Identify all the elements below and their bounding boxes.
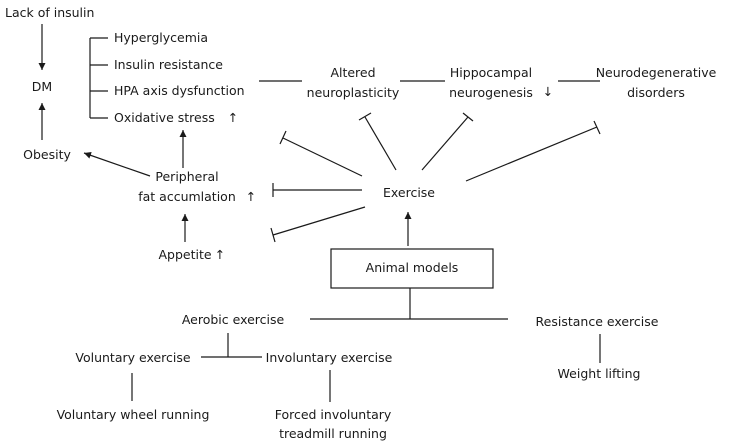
neurodegenerative-label-line2: disorders	[627, 85, 685, 100]
inhibit-fat-accumulation	[272, 183, 362, 197]
animal-models-box	[330, 248, 494, 289]
inhibit-neurodegenerative-disorders	[465, 120, 601, 182]
insulin-resistance-label: Insulin resistance	[114, 57, 223, 72]
hpa-axis-label: HPA axis dysfunction	[114, 83, 245, 98]
appetite-label: Appetite	[158, 247, 211, 262]
aerobic-exercise-label: Aerobic exercise	[182, 312, 285, 327]
altered-label-line2: neuroplasticity	[307, 85, 400, 100]
oxidative-stress-up-icon: ↑	[228, 110, 238, 125]
neurogenesis-down-icon: ↓	[543, 84, 553, 99]
resistance-exercise-label: Resistance exercise	[536, 314, 659, 329]
involuntary-exercise-label: Involuntary exercise	[266, 350, 393, 365]
fat-accumulation-up-icon: ↑	[246, 189, 256, 204]
arrow-fat-to-obesity	[83, 151, 151, 177]
hyperglycemia-label: Hyperglycemia	[114, 30, 208, 45]
voluntary-wheel-running-label: Voluntary wheel running	[57, 407, 210, 422]
obesity-label: Obesity	[23, 147, 71, 162]
inhibit-altered-neuroplasticity	[358, 112, 397, 171]
peripheral-fat-label-line1: Peripheral	[155, 169, 218, 184]
forced-treadmill-label-line1: Forced involuntary	[275, 407, 392, 422]
dm-factors-bracket	[89, 37, 108, 119]
voluntary-exercise-label: Voluntary exercise	[75, 350, 191, 365]
animal-models-label: Animal models	[366, 260, 459, 275]
hippocampal-label-line1: Hippocampal	[450, 65, 532, 80]
weight-lifting-label: Weight lifting	[558, 366, 641, 381]
hippocampal-label-line2: neurogenesis	[449, 85, 533, 100]
altered-label-line1: Altered	[330, 65, 375, 80]
exercise-label: Exercise	[383, 185, 435, 200]
lack-of-insulin-label: Lack of insulin	[5, 5, 94, 20]
oxidative-stress-label: Oxidative stress	[114, 110, 215, 125]
inhibit-hippocampal-neurogenesis	[421, 112, 474, 171]
inhibit-oxidative-stress	[279, 130, 363, 177]
neurodegenerative-label-line1: Neurodegenerative	[596, 65, 717, 80]
dm-label: DM	[32, 79, 52, 94]
appetite-up-icon: ↑	[215, 247, 225, 262]
inhibit-appetite	[270, 206, 366, 243]
forced-treadmill-label-line2: treadmill running	[279, 426, 387, 441]
peripheral-fat-label-line2: fat accumlation	[138, 189, 236, 204]
